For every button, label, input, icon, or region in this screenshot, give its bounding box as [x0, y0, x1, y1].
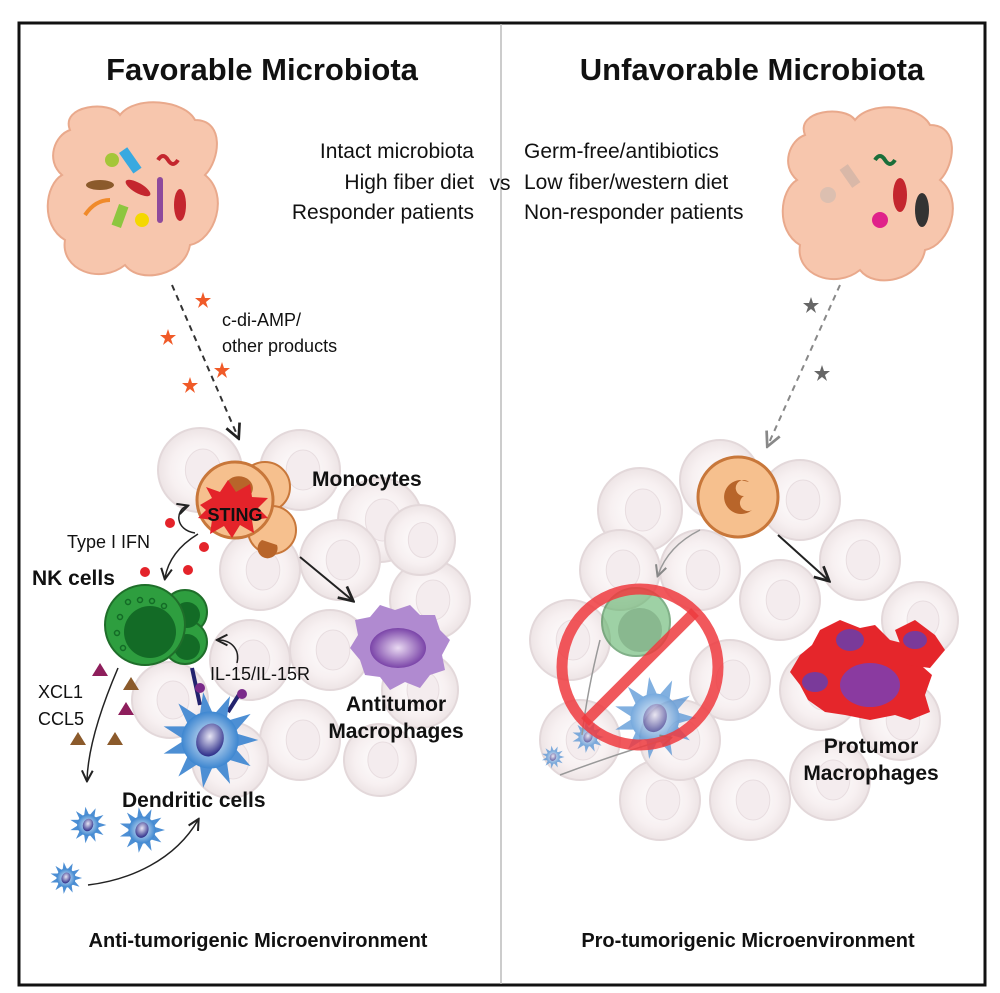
- antitumor-label: Antitumor: [346, 693, 446, 716]
- il15-label: IL-15/IL-15R: [210, 664, 310, 684]
- nk-cells: [104, 584, 208, 666]
- antitumor-macrophage: [350, 605, 450, 690]
- right-footer: Pro-tumorigenic Microenvironment: [581, 930, 915, 952]
- vs-label: vs: [490, 172, 511, 195]
- sting-burst-icon: [198, 480, 268, 538]
- tumor-cell: [819, 519, 901, 601]
- dendritic-cell: [119, 807, 165, 853]
- tumor-cell: [209, 619, 291, 701]
- monocytes-label: Monocytes: [312, 468, 422, 491]
- tumor-cell: [259, 699, 341, 781]
- left-title: Favorable Microbiota: [106, 52, 419, 87]
- microbial-products-arrow: [768, 284, 841, 445]
- gut-icon-unfavorable: [781, 106, 954, 282]
- left-condition: High fiber diet: [344, 171, 474, 194]
- product-label: c-di-AMP/: [222, 310, 301, 330]
- inhibited-dendritic-cells: [541, 677, 697, 769]
- protumor-macrophages: [790, 620, 945, 720]
- dendritic-cells-label: Dendritic cells: [122, 789, 266, 812]
- tumor-cell: [709, 759, 791, 841]
- monocyte-cell: [696, 455, 780, 539]
- macrophages-label: Macrophages: [803, 762, 938, 785]
- microbial-products-arrow: [171, 284, 238, 437]
- sting-label: STING: [207, 505, 262, 525]
- xcl1-label: XCL1: [38, 682, 83, 702]
- tumor-cell: [739, 559, 821, 641]
- il15-molecule-icon: [195, 683, 247, 699]
- inhibited-arrow: [658, 529, 701, 575]
- il15-arrow: [218, 640, 239, 664]
- differentiation-arrow: [299, 556, 352, 600]
- chemokine-triangles: [70, 663, 139, 745]
- dendritic-cells: [50, 692, 259, 894]
- inhibited-nk-cell: [601, 587, 671, 657]
- differentiation-arrow: [777, 534, 828, 580]
- right-title: Unfavorable Microbiota: [580, 52, 925, 87]
- autocrine-arrow: [179, 506, 196, 534]
- star-icons: [803, 297, 830, 381]
- tumor-cell: [659, 529, 741, 611]
- protumor-label: Protumor: [824, 735, 919, 758]
- type-i-ifn-dots: [140, 518, 209, 577]
- macrophages-label: Macrophages: [328, 720, 463, 743]
- figure-border: [17, 21, 987, 987]
- left-condition: Responder patients: [292, 201, 474, 224]
- tumor-cell: [789, 739, 871, 821]
- left-condition: Intact microbiota: [320, 140, 474, 163]
- tumor-cell: [759, 459, 841, 541]
- left-footer: Anti-tumorigenic Microenvironment: [89, 930, 428, 952]
- tumor-cell: [289, 609, 371, 691]
- ccl5-label: CCL5: [38, 709, 84, 729]
- right-condition: Non-responder patients: [524, 201, 743, 224]
- type-i-ifn-label: Type I IFN: [67, 532, 150, 552]
- right-condition: Germ-free/antibiotics: [524, 140, 719, 163]
- dc-migration-arrow: [87, 820, 198, 886]
- tumor-cell: [343, 723, 417, 797]
- dendritic-cell: [50, 862, 83, 894]
- tumor-cell: [619, 759, 701, 841]
- dendritic-cell: [163, 692, 259, 788]
- dendritic-cell: [615, 677, 697, 759]
- tumor-cell: [384, 504, 456, 576]
- no-sign-icon: [556, 583, 724, 751]
- gut-icon-favorable: [46, 101, 219, 277]
- star-icons: [160, 292, 230, 393]
- dendritic-cell: [70, 806, 107, 844]
- tumor-cell: [299, 519, 381, 601]
- product-label: other products: [222, 336, 337, 356]
- nk-cells-label: NK cells: [32, 567, 115, 590]
- ifn-arrow: [165, 533, 199, 578]
- recruitment-arrow: [87, 667, 119, 780]
- right-condition: Low fiber/western diet: [524, 171, 728, 194]
- dendritic-cell: [541, 745, 565, 769]
